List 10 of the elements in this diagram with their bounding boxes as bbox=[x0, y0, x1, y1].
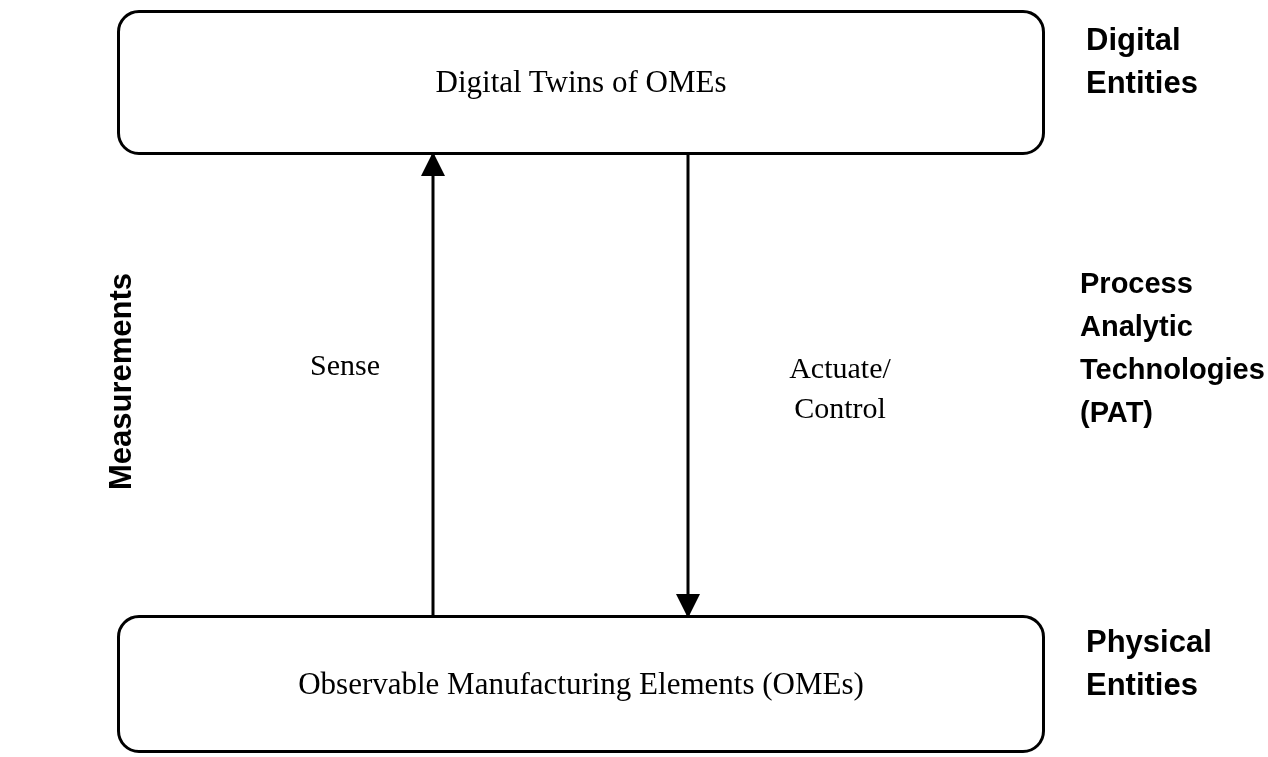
side-label: Process Analytic Technologies (PAT) bbox=[1080, 266, 1266, 430]
node-text: Observable Manufacturing Elements (OMEs) bbox=[298, 664, 864, 703]
node-text: Digital Twins of OMEs bbox=[435, 63, 727, 102]
side-label: Physical Entities bbox=[1086, 623, 1213, 704]
edge-label: Sense bbox=[309, 347, 381, 383]
side-label: Measurements bbox=[101, 271, 139, 493]
edge-label: Actuate/ Control bbox=[788, 350, 892, 426]
rounded-box bbox=[117, 10, 1045, 155]
side-label: Digital Entities bbox=[1086, 21, 1199, 102]
rounded-box bbox=[117, 615, 1045, 753]
